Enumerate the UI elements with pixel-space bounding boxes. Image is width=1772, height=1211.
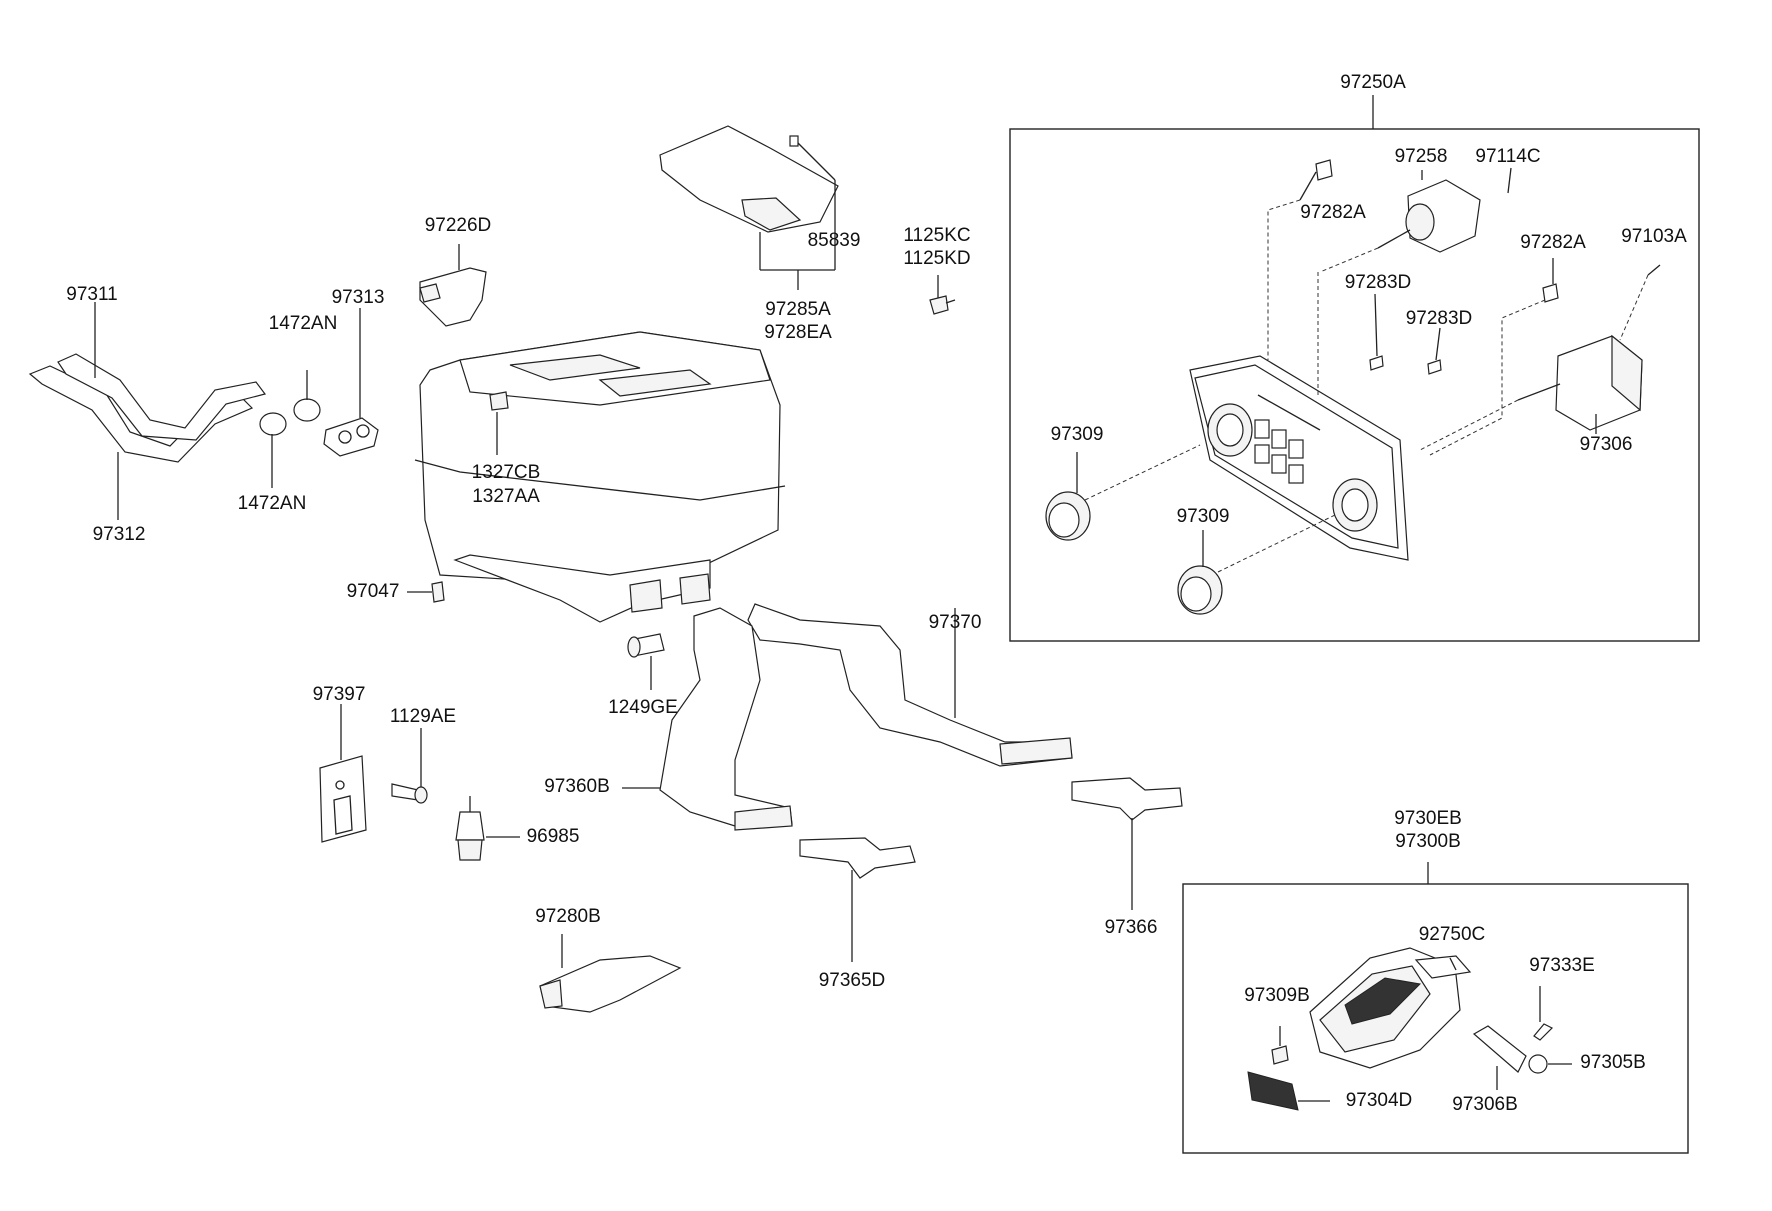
label-97280B: 97280B <box>535 906 601 927</box>
label-97258: 97258 <box>1394 146 1448 167</box>
knob-97309-lower <box>1177 514 1336 615</box>
label-96985: 96985 <box>526 826 580 847</box>
sensor-96985 <box>455 796 520 861</box>
rear-control-frame <box>1182 883 1689 1154</box>
knob-97306B <box>1472 1025 1527 1090</box>
knob-97309B <box>1271 1026 1289 1065</box>
screw-97283D-right <box>1427 327 1442 375</box>
screw-97114C <box>1507 167 1512 194</box>
knob-97309-upper <box>1045 444 1201 541</box>
label-97333E: 97333E <box>1529 955 1595 976</box>
label-97370: 97370 <box>928 612 982 633</box>
bolt-1125KC <box>929 275 956 315</box>
screw-1249GE <box>627 633 665 690</box>
label-97250A: 97250A <box>1340 72 1406 93</box>
control-panel-group <box>1009 95 1700 642</box>
label-97311: 97311 <box>66 284 118 305</box>
bolt-1129AE <box>391 728 428 804</box>
label-1249GE: 1249GE <box>608 697 678 718</box>
vent-duct-97365D <box>799 837 916 962</box>
label-1327CB: 1327CB <box>471 462 541 483</box>
duct-97360B <box>622 607 793 831</box>
label-97306B: 97306B <box>1452 1094 1518 1115</box>
label-97360B: 97360B <box>544 776 610 797</box>
screw-97282A-right <box>1542 258 1559 303</box>
bracket-97397 <box>319 704 367 843</box>
label-97300B: 97300B <box>1395 831 1461 852</box>
label-97103A: 97103A <box>1621 226 1687 247</box>
label-97365D: 97365D <box>818 970 886 991</box>
resistor-97280B <box>539 934 682 1013</box>
heater-pipes <box>28 302 267 520</box>
screw-97103A <box>1647 264 1661 276</box>
label-97282A-2: 97282A <box>1520 232 1586 253</box>
label-92750C: 92750C <box>1418 924 1486 945</box>
label-9728EA: 9728EA <box>764 322 832 343</box>
duct-97370 <box>747 603 1073 767</box>
label-1472AN-2: 1472AN <box>237 493 307 514</box>
label-85839: 85839 <box>807 230 861 251</box>
cover-92750C <box>1414 955 1472 979</box>
label-97309-1: 97309 <box>1050 424 1104 445</box>
button-97304D <box>1247 1071 1330 1111</box>
label-97309B: 97309B <box>1244 985 1310 1006</box>
label-1472AN-1: 1472AN <box>268 313 338 334</box>
control-panel-frame <box>1009 128 1700 642</box>
label-97114C: 97114C <box>1475 146 1541 167</box>
motor-97258 <box>1377 170 1481 253</box>
label-97366: 97366 <box>1104 917 1158 938</box>
rear-control-group <box>1182 862 1689 1154</box>
actuator-97226D <box>419 244 487 327</box>
label-97312: 97312 <box>92 524 146 545</box>
label-1129AE: 1129AE <box>389 706 457 727</box>
label-1327AA: 1327AA <box>472 486 540 507</box>
screw-97282A-upper <box>1299 159 1333 201</box>
panel-97309B-cover <box>1309 947 1461 1069</box>
label-97285A: 97285A <box>765 299 831 320</box>
actuator-97306 <box>1517 334 1643 434</box>
label-97304D: 97304D <box>1345 1090 1413 1111</box>
label-97282A-1: 97282A <box>1300 202 1366 223</box>
grommet-97313 <box>323 308 379 457</box>
label-1125KD: 1125KD <box>903 248 971 269</box>
label-97397: 97397 <box>312 684 366 705</box>
heater-case <box>414 331 786 623</box>
clip-97047 <box>407 581 445 603</box>
spring-97333E <box>1533 986 1554 1041</box>
support-bracket-97285A <box>659 125 839 290</box>
label-97226D: 97226D <box>424 215 492 236</box>
label-1125KC: 1125KC <box>903 225 971 246</box>
label-97309-2: 97309 <box>1176 506 1230 527</box>
label-97313: 97313 <box>331 287 385 308</box>
label-97047: 97047 <box>346 581 400 602</box>
label-97305B: 97305B <box>1580 1052 1646 1073</box>
control-panel-body <box>1189 355 1409 561</box>
clamp-1472AN-lower <box>259 412 287 488</box>
label-9730EB: 9730EB <box>1394 808 1462 829</box>
cap-97305B <box>1528 1054 1572 1074</box>
label-97306: 97306 <box>1579 434 1633 455</box>
clamp-1472AN-upper <box>293 370 321 422</box>
label-97283D-2: 97283D <box>1405 308 1473 329</box>
label-97283D-1: 97283D <box>1344 272 1412 293</box>
vent-duct-97366 <box>1071 777 1183 910</box>
screw-97283D-left <box>1369 293 1384 371</box>
